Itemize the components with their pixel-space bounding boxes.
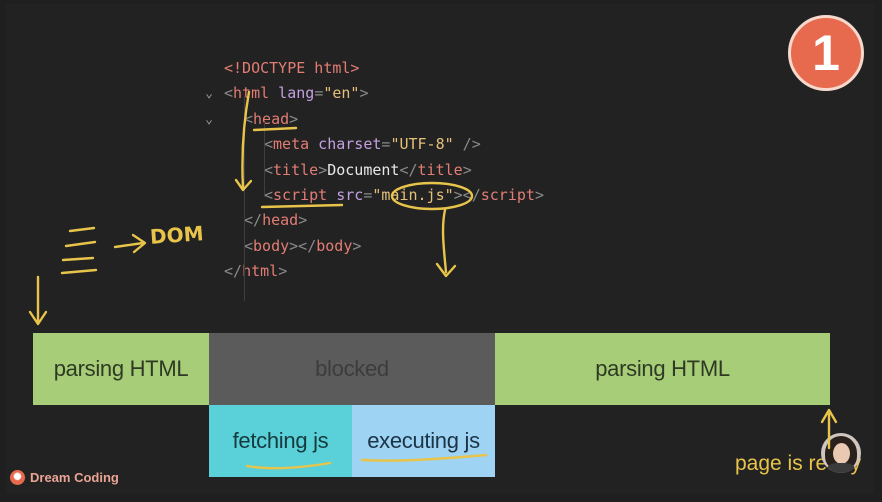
presenter-avatar	[821, 433, 861, 473]
code-token: >	[289, 109, 299, 128]
timeline-label: parsing HTML	[53, 356, 189, 381]
code-token: html	[233, 84, 270, 103]
code-token: </	[399, 160, 418, 179]
timeline-label: blocked	[315, 356, 389, 381]
fold-chevron-icon[interactable]: ⌄	[205, 86, 213, 102]
code-token: >	[534, 185, 544, 204]
code-token: >	[352, 236, 362, 255]
code-token: =	[363, 185, 373, 204]
code-token: meta	[273, 135, 310, 154]
code-token: script	[480, 185, 535, 204]
code-text: <title>Document</title>	[264, 158, 472, 183]
code-token: Document	[327, 160, 400, 179]
code-token: >	[298, 211, 308, 230]
code-token: head	[262, 211, 299, 230]
brand-icon: ✺	[10, 470, 25, 485]
code-text: <script src="main.js"></script>	[264, 183, 544, 208]
timeline-label: executing js	[367, 428, 480, 453]
code-token: <!DOCTYPE html>	[224, 59, 360, 77]
code-token: script	[273, 185, 328, 204]
code-token: title	[417, 160, 463, 179]
code-text: </head>	[244, 208, 307, 233]
indent-guide	[264, 122, 265, 197]
code-token: src	[327, 185, 364, 204]
code-token: <	[224, 84, 234, 103]
code-token: />	[453, 135, 481, 154]
code-token: body	[316, 236, 353, 255]
code-token: <	[264, 185, 274, 204]
code-token: <	[244, 109, 254, 128]
code-text: <head>	[244, 107, 298, 132]
code-text: <html lang="en">	[224, 81, 369, 106]
code-token: body	[253, 236, 290, 255]
code-token: head	[253, 109, 290, 128]
fold-chevron-icon[interactable]: ⌄	[205, 111, 213, 127]
code-token: lang	[269, 84, 315, 103]
timeline-blocked: blocked	[209, 333, 495, 405]
code-token: <	[244, 236, 254, 255]
code-token: >	[278, 262, 288, 281]
code-token: ></	[289, 236, 317, 255]
code-token: >	[359, 84, 369, 103]
code-token: title	[273, 160, 319, 179]
indent-guide	[244, 96, 245, 301]
code-token: html	[242, 262, 279, 281]
code-token: ></	[453, 185, 481, 204]
code-token: >	[318, 160, 328, 179]
timeline-executing-js: executing js	[352, 405, 495, 477]
code-text: </html>	[224, 259, 287, 284]
code-token: "UTF-8"	[390, 135, 454, 154]
code-text: <!DOCTYPE html>	[224, 56, 359, 81]
code-token: <	[264, 160, 274, 179]
code-token: >	[462, 160, 472, 179]
code-token: </	[224, 262, 243, 281]
brand-name: Dream Coding	[30, 470, 119, 485]
timeline-label: parsing HTML	[595, 356, 730, 381]
brand-logo: ✺ Dream Coding	[10, 470, 119, 485]
code-text: <meta charset="UTF-8" />	[264, 132, 481, 157]
timeline-parsing-html-2: parsing HTML	[495, 333, 830, 405]
step-number-badge: 1	[788, 15, 864, 91]
code-token: =	[381, 135, 391, 154]
code-token: <	[264, 135, 274, 154]
code-token: "main.js"	[372, 185, 454, 204]
code-token: "en"	[323, 84, 360, 103]
timeline-parsing-html-1: parsing HTML	[33, 333, 209, 405]
dom-annotation: DOM	[149, 221, 205, 249]
timeline-fetching-js: fetching js	[209, 405, 352, 477]
code-token: =	[314, 84, 324, 103]
code-token: charset	[309, 135, 382, 154]
code-text: <body></body>	[244, 234, 361, 259]
timeline-label: fetching js	[232, 428, 329, 453]
code-token: </	[244, 211, 263, 230]
